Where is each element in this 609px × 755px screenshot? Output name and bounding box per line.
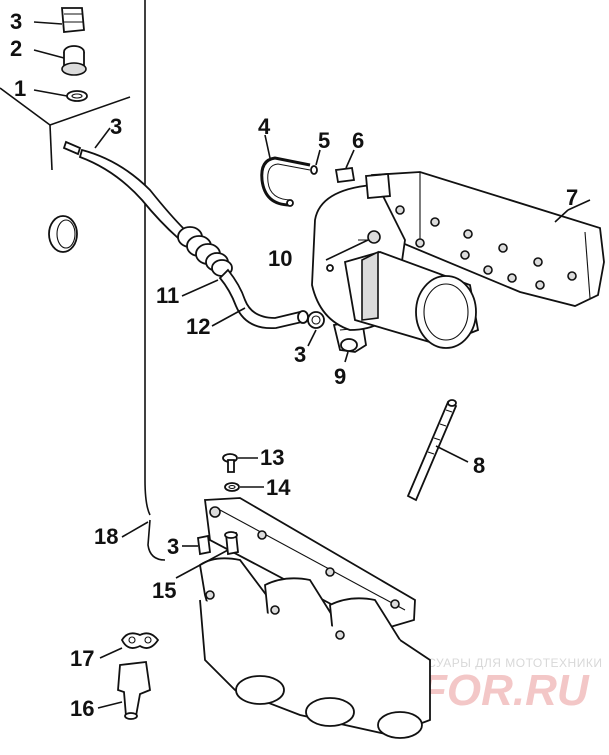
callout-10: 10 [268, 246, 292, 271]
leader-3c [307, 329, 317, 347]
callout-18: 18 [94, 524, 118, 549]
part-5-clip [310, 165, 318, 175]
part-4-vent-hose [260, 156, 311, 207]
bracket-vertical [49, 124, 53, 171]
leader-1 [33, 89, 68, 97]
hose-outline-line [144, 0, 151, 516]
leader-10 [325, 239, 369, 261]
leader-15 [175, 549, 229, 579]
callout-7: 7 [566, 185, 578, 210]
leader-9 [344, 351, 349, 363]
part-15-fitting [224, 531, 239, 556]
leader-18 [121, 521, 149, 538]
part-3-line-end [62, 140, 82, 156]
leader-6 [345, 149, 355, 169]
fitting-block [365, 173, 391, 199]
leader-12 [211, 307, 246, 327]
part-11-hose [78, 148, 233, 277]
intake-manifold-assembly [199, 497, 431, 739]
part-3-grommet [307, 311, 325, 329]
callout-17: 17 [70, 646, 94, 671]
part-17-gasket [120, 632, 160, 649]
leader-3b [94, 127, 111, 149]
callout-1: 1 [14, 76, 26, 101]
part-6-nipple [334, 166, 356, 184]
callout-8: 8 [473, 453, 485, 478]
part-12-pipe [218, 268, 309, 329]
hose-outline-lower [147, 519, 166, 561]
watermark-brand: FOR.RU [420, 666, 590, 715]
part-8-dipstick [406, 399, 458, 502]
callout-9: 9 [334, 364, 346, 389]
callout-12: 12 [186, 314, 210, 339]
callout-3-lower: 3 [167, 534, 179, 559]
part-10-oil-tank [311, 184, 480, 349]
callout-2: 2 [10, 36, 22, 61]
leader-11 [181, 279, 219, 297]
part-3-lower-hose-end [197, 534, 211, 556]
leader-17 [99, 647, 123, 659]
part-16-elbow [117, 661, 151, 720]
callout-13: 13 [260, 445, 284, 470]
leader-5 [315, 149, 321, 166]
callout-3-grommet: 3 [294, 342, 306, 367]
part-2-fitting [61, 45, 87, 76]
part-3-top-hose-end [61, 7, 85, 33]
part-13-bolt [222, 453, 238, 473]
leader-2 [33, 49, 65, 59]
callout-6: 6 [352, 128, 364, 153]
collar-ring [48, 215, 78, 253]
leader-7 [554, 199, 591, 223]
leader-16 [97, 701, 123, 709]
leader-8 [435, 445, 469, 463]
callout-16: 16 [70, 696, 94, 721]
callout-4: 4 [258, 114, 271, 139]
callout-14: 14 [266, 475, 291, 500]
part-14-washer [224, 482, 240, 492]
callout-11: 11 [156, 283, 179, 308]
callout-3-top: 3 [10, 9, 22, 34]
callout-3-line: 3 [110, 114, 122, 139]
leader-4 [264, 134, 271, 159]
part-1-washer [66, 90, 88, 102]
callout-15: 15 [152, 578, 176, 603]
leader-3a [33, 21, 63, 25]
callout-5: 5 [318, 128, 330, 153]
